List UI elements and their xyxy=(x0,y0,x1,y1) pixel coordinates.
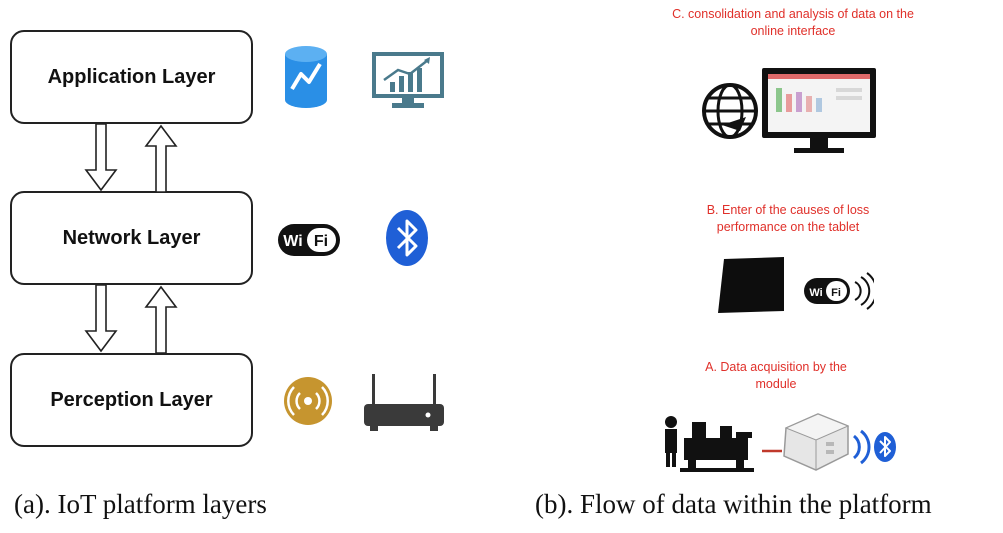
perception-layer-label: Perception Layer xyxy=(50,388,213,411)
sensor-signal-icon xyxy=(284,377,332,425)
monitor-chart-icon xyxy=(372,52,444,108)
network-layer-box: Network Layer xyxy=(10,191,253,285)
down-arrow-icon xyxy=(84,285,118,353)
up-arrow-icon xyxy=(144,285,178,353)
dashboard-monitor-icon xyxy=(762,68,876,153)
app-network-arrows xyxy=(84,124,178,192)
up-arrow-icon xyxy=(144,124,178,192)
cable-line xyxy=(762,449,782,453)
module-bluetooth-icon xyxy=(852,429,896,465)
acquisition-module-icon xyxy=(783,413,850,471)
tablet-icon xyxy=(718,257,784,313)
caption-right: (b). Flow of data within the platform xyxy=(535,489,932,519)
bluetooth-icon xyxy=(386,210,428,266)
database-chart-icon xyxy=(285,46,327,108)
svg-text:Wi: Wi xyxy=(283,233,302,250)
step-c-label: C. consolidation and analysis of data on… xyxy=(672,7,914,38)
machine-operator-icon xyxy=(665,416,754,472)
perception-layer-box: Perception Layer xyxy=(10,353,253,447)
globe-icon xyxy=(702,83,758,139)
router-icon xyxy=(364,374,444,431)
tablet-wifi-icon: Wi Fi xyxy=(804,272,874,310)
svg-text:Fi: Fi xyxy=(314,233,328,250)
caption-left: (a). IoT platform layers xyxy=(14,489,267,519)
svg-text:Fi: Fi xyxy=(831,287,841,299)
step-b-label: B. Enter of the causes of loss performan… xyxy=(706,203,870,234)
step-a-label: A. Data acquisition by the module xyxy=(705,360,847,391)
wifi-icon: Wi Fi xyxy=(278,224,340,256)
application-layer-label: Application Layer xyxy=(47,65,216,88)
application-layer-box: Application Layer xyxy=(10,30,253,124)
network-layer-label: Network Layer xyxy=(62,226,201,249)
network-perception-arrows xyxy=(84,285,178,353)
svg-text:Wi: Wi xyxy=(809,287,822,299)
down-arrow-icon xyxy=(84,124,118,192)
